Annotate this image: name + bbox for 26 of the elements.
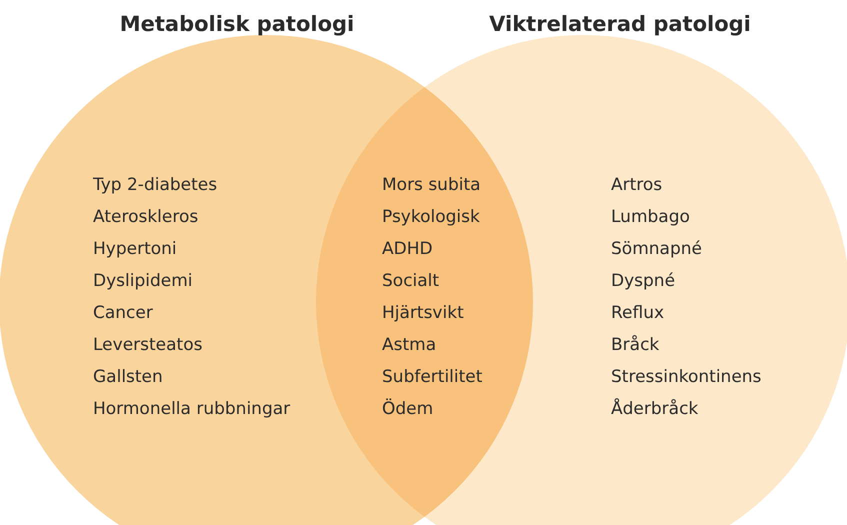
list-item: Dyslipidemi (93, 270, 193, 292)
list-item: Artros (611, 174, 662, 196)
set-heading: Metabolisk patologi (120, 12, 354, 36)
list-item: Ödem (382, 398, 434, 420)
list-item: Sömnapné (611, 238, 702, 260)
list-item: Åderbråck (611, 398, 698, 420)
list-item: Lumbago (611, 206, 690, 228)
list-item: ADHD (382, 238, 433, 260)
list-item: Ateroskleros (93, 206, 198, 228)
set-heading: Viktrelaterad patologi (489, 12, 751, 36)
list-item: Leversteatos (93, 334, 202, 356)
list-item: Hormonella rubbningar (93, 398, 290, 420)
list-item: Hjärtsvikt (382, 302, 464, 324)
list-item: Gallsten (93, 366, 163, 388)
list-item: Mors subita (382, 174, 481, 196)
list-item: Cancer (93, 302, 153, 324)
list-item: Dyspné (611, 270, 676, 292)
list-item: Reflux (611, 302, 664, 324)
list-item: Stressinkontinens (611, 366, 762, 388)
list-item: Socialt (382, 270, 440, 292)
list-item: Psykologisk (382, 206, 480, 228)
list-item: Astma (382, 334, 436, 356)
list-item: Subfertilitet (382, 366, 482, 388)
list-item: Hypertoni (93, 238, 177, 260)
list-item: Bråck (611, 334, 660, 356)
list-item: Typ 2-diabetes (93, 174, 218, 196)
